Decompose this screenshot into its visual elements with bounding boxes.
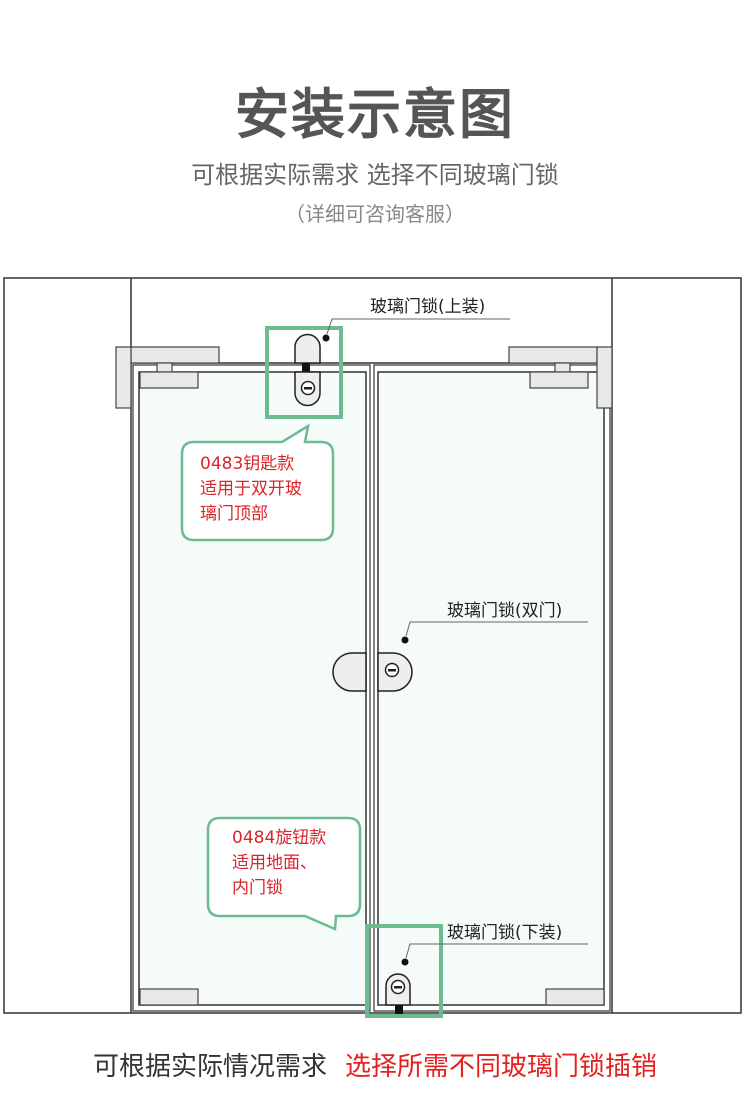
- label-bottom-lock: 玻璃门锁(下装): [447, 923, 563, 943]
- wall-outline: [3, 277, 742, 1014]
- left-top-pivot: [139, 371, 199, 389]
- right-bottom-pivot: [545, 988, 605, 1006]
- callout-line: 适用于双开玻: [200, 479, 302, 499]
- label-double-lock: 玻璃门锁(双门): [447, 601, 563, 621]
- right-top-pivot: [529, 371, 589, 389]
- right-closer-arm: [508, 346, 598, 364]
- callout-key-model-text: 0483钥匙款 适用于双开玻 璃门顶部: [200, 452, 302, 527]
- page-title: 安装示意图: [235, 83, 515, 146]
- right-glass: [377, 371, 605, 1006]
- left-closer-post: [115, 346, 132, 409]
- bottom-lock: [385, 973, 411, 1014]
- double-lock-leader: [405, 621, 588, 637]
- callout-line: 0483钥匙款: [200, 454, 295, 474]
- footer-right: 选择所需不同玻璃门锁插销: [345, 1052, 658, 1082]
- label-top-lock: 玻璃门锁(上装): [370, 297, 486, 317]
- right-closer-post: [596, 346, 613, 409]
- left-bottom-pivot: [139, 988, 199, 1006]
- callout-knob-model-text: 0484旋钮款 适用地面、 内门锁: [232, 826, 326, 901]
- callout-line: 内门锁: [232, 878, 283, 898]
- callout-key-model-bubble: [180, 423, 335, 542]
- page-subtitle: 可根据实际需求 选择不同玻璃门锁: [191, 161, 559, 189]
- top-lock-highlight: [265, 326, 343, 419]
- bottom-lock-highlight: [365, 924, 443, 1018]
- double-lock: [332, 652, 413, 692]
- consult-note: （详细可咨询客服）: [285, 202, 465, 226]
- callout-line: 0484旋钮款: [232, 828, 327, 848]
- top-lock-leader: [326, 318, 510, 335]
- left-closer-pin: [156, 362, 173, 373]
- bottom-lock-leader: [405, 943, 588, 959]
- left-closer-arm: [130, 346, 220, 364]
- callout-line: 璃门顶部: [200, 504, 268, 524]
- callout-line: 适用地面、: [232, 853, 317, 873]
- top-lock: [294, 333, 321, 407]
- footer-caption: 可根据实际情况需求选择所需不同玻璃门锁插销: [0, 1046, 750, 1083]
- footer-left: 可根据实际情况需求: [92, 1052, 327, 1082]
- right-closer-pin: [554, 362, 571, 373]
- callout-knob-model-bubble: [206, 816, 362, 931]
